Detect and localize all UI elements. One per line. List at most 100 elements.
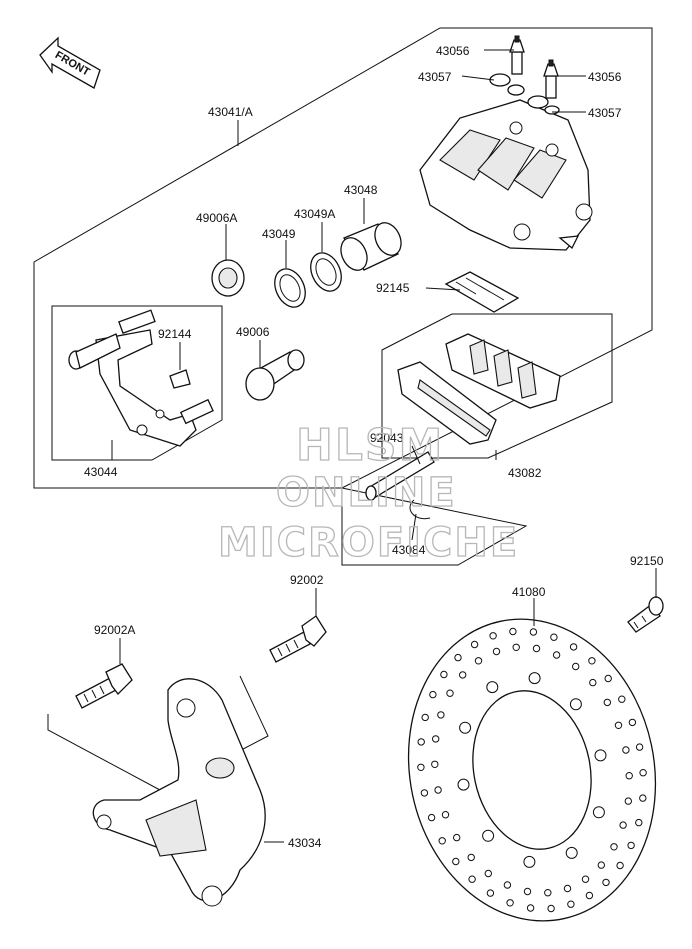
rotor-outer-hole xyxy=(417,738,425,746)
caliper-piston xyxy=(340,222,402,271)
bleeder-valve-right xyxy=(543,59,559,99)
part-labels: 43041/A 43056 43057 43056 43057 43048 43… xyxy=(84,44,664,850)
rotor-middle-hole xyxy=(459,671,467,679)
rotor-middle-hole xyxy=(453,833,461,842)
brake-pad-outer xyxy=(445,333,561,409)
rotor-outer-hole xyxy=(569,643,578,651)
rotor-middle-hole xyxy=(614,721,623,729)
label-92144: 92144 xyxy=(158,327,192,341)
rotor-outer-hole xyxy=(550,633,558,641)
mounting-bolt-92002A xyxy=(75,663,133,709)
rotor-middle-hole xyxy=(624,797,632,805)
rotor-outer-hole xyxy=(639,769,647,777)
leader-lines xyxy=(111,49,657,843)
label-43048: 43048 xyxy=(344,183,378,197)
pin-kit-boundary xyxy=(341,487,528,566)
rotor-outer-hole xyxy=(547,904,555,913)
pad-spring-clip xyxy=(169,369,191,389)
rotor-outer-hole xyxy=(628,718,637,727)
rotor-mount-hole xyxy=(592,806,605,819)
caliper-bracket xyxy=(68,309,214,447)
rotor-middle-hole xyxy=(532,644,541,653)
rotor-middle-hole xyxy=(467,853,475,862)
rotor-middle-hole xyxy=(563,884,572,893)
label-43041A: 43041/A xyxy=(208,105,253,119)
rotor-outer-hole xyxy=(526,904,535,912)
rotor-middle-hole xyxy=(619,821,627,829)
rotor-middle-hole xyxy=(544,889,552,897)
bleeder-valve-left xyxy=(509,35,525,75)
label-92150: 92150 xyxy=(630,554,664,568)
label-43034: 43034 xyxy=(288,836,322,850)
rotor-mount-hole xyxy=(486,681,499,694)
rotor-outer-hole xyxy=(421,713,429,722)
label-43057-left: 43057 xyxy=(418,70,452,84)
rotor-mount-hole xyxy=(594,749,607,762)
label-43049A: 43049A xyxy=(294,207,335,221)
rotor-middle-hole xyxy=(437,711,445,719)
pad-set-boundary xyxy=(381,313,613,459)
rotor-middle-hole xyxy=(441,811,450,819)
rotor-mount-hole xyxy=(528,672,541,685)
rotor-outer-hole xyxy=(585,891,594,900)
brake-pad-inner xyxy=(397,361,497,445)
watermark-line2: ONLINE xyxy=(276,470,457,516)
rotor-outer-hole xyxy=(470,640,479,649)
rotor-middle-hole xyxy=(434,786,442,794)
front-arrow-icon: FRONT xyxy=(39,36,101,89)
brake-rotor xyxy=(407,618,657,922)
pin-retainer-clip xyxy=(409,499,431,520)
rotor-middle-hole xyxy=(492,647,501,656)
caliper-holder xyxy=(92,678,266,907)
rotor-outer-hole xyxy=(604,674,612,683)
rotor-mount-hole xyxy=(457,778,470,791)
rotor-mount-hole xyxy=(482,829,495,842)
rotor-outer-hole xyxy=(440,670,448,679)
label-92043: 92043 xyxy=(370,431,404,445)
rotor-outer-hole xyxy=(468,875,476,883)
label-92002: 92002 xyxy=(290,573,324,587)
label-41080: 41080 xyxy=(512,585,546,599)
rotor-middle-hole xyxy=(597,861,605,869)
slide-pin-boot-lower xyxy=(245,349,305,401)
rotor-outer-hole xyxy=(635,743,644,751)
rotor-outer-hole xyxy=(506,899,514,907)
bolt-92002A-guide xyxy=(47,714,161,791)
rotor-mount-hole xyxy=(569,698,582,711)
rotor-outer-hole xyxy=(616,861,624,870)
watermark-line1: HLSM xyxy=(296,420,444,471)
rotor-outer-hole xyxy=(529,628,538,636)
rotor-mount-hole xyxy=(523,855,536,868)
bleeder-cap-right xyxy=(527,95,560,115)
label-43057-right: 43057 xyxy=(588,106,622,120)
rotor-middle-hole xyxy=(432,735,440,743)
rotor-outer-hole xyxy=(454,653,462,662)
rotor-mount-hole xyxy=(565,846,578,859)
rotor-outer-hole xyxy=(618,695,626,703)
rotor-middle-hole xyxy=(474,657,483,665)
rotor-middle-hole xyxy=(572,662,580,671)
rotor-bolt xyxy=(627,596,664,633)
rotor-middle-hole xyxy=(622,746,630,754)
rotor-middle-hole xyxy=(446,689,454,697)
caliper-body xyxy=(419,99,593,251)
label-49006: 49006 xyxy=(236,325,270,339)
label-43056-top: 43056 xyxy=(436,44,470,58)
rotor-middle-hole xyxy=(589,678,597,687)
rotor-middle-hole xyxy=(431,760,439,768)
rotor-outer-hole xyxy=(627,841,635,850)
rotor-middle-hole xyxy=(503,881,512,889)
mounting-bolt-92002 xyxy=(269,615,327,663)
rotor-middle-hole xyxy=(603,698,611,707)
rotor-outer-hole xyxy=(489,632,497,640)
rotor-middle-hole xyxy=(523,887,532,896)
pad-pin xyxy=(365,451,435,501)
rotor-outer-hole xyxy=(635,818,643,827)
bracket-subframe xyxy=(51,305,223,461)
watermark: HLSM ONLINE MICROFICHE xyxy=(217,419,518,566)
rotor-outer-hole xyxy=(427,813,436,822)
rotor-outer-hole xyxy=(420,789,429,797)
slide-pin-boot-upper xyxy=(211,259,245,297)
